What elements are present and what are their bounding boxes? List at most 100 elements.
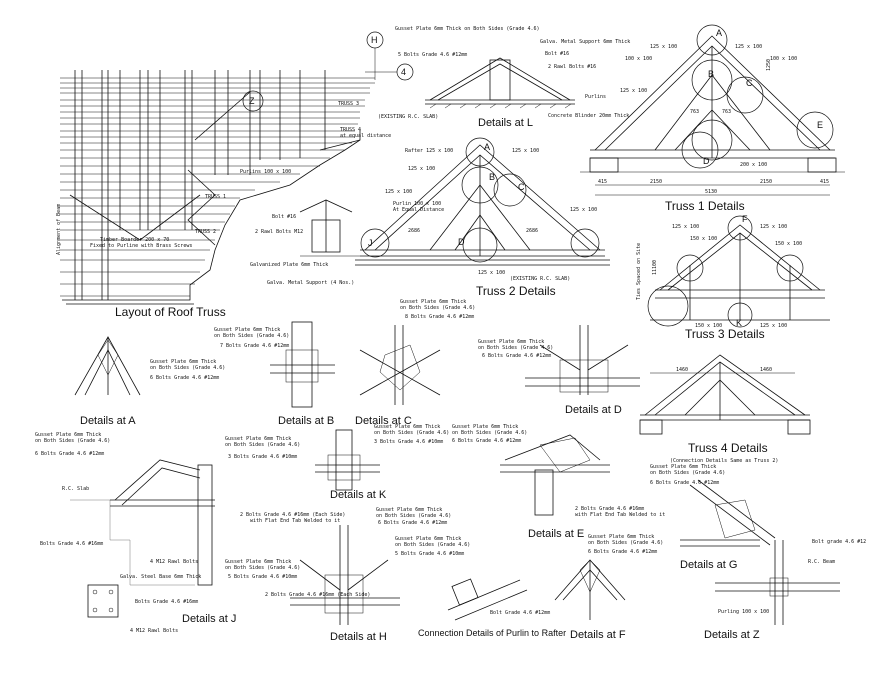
t2-slab: (EXISTING R.C. SLAB): [510, 276, 570, 282]
t2-rawl: 2 Rawl Bolts M12: [255, 229, 303, 235]
grid-tag-h: H: [371, 35, 378, 45]
t3-e: 125 x 100: [760, 323, 787, 329]
Z-purlin: Purling 100 x 100: [718, 609, 769, 615]
label-truss4: TRUSS 4: [340, 127, 361, 133]
t3-letter-F: F: [742, 214, 748, 224]
J-steel: Galva. Steel Base 6mm Thick: [120, 574, 201, 580]
t1-rise: 1250: [766, 59, 772, 71]
label-L-concrete: Concrete Blinder 20mm Thick: [548, 113, 629, 119]
label-truss2: TRUSS 2: [195, 229, 216, 235]
title-truss3: Truss 3 Details: [685, 327, 765, 341]
H-bolts3: 5 Bolts Grade 4.6 #10mm: [395, 551, 464, 557]
t3-letter-K: K: [736, 318, 742, 328]
J-gusset3: Gusset Plate 6mm Thick: [225, 559, 291, 565]
details-at-A: Gusset Plate 6mm Thick on Both Sides (Gr…: [74, 336, 225, 427]
E-bolts: 6 Bolts Grade 4.6 #12mm: [452, 438, 521, 444]
K-gusset: Gusset Plate 6mm Thick: [374, 424, 440, 430]
G-both: on Both Sides (Grade 4.6): [650, 470, 725, 476]
details-at-Z: Bolt grade 4.6 #12 R.C. Beam Purling 100…: [704, 539, 866, 641]
title-details-E: Details at E: [528, 528, 584, 540]
details-at-L: Gusset Plate 6mm Thick on Both Sides (Gr…: [378, 26, 630, 129]
t2-galv-support: Galva. Metal Support (4 Nos.): [267, 280, 354, 286]
E-both: on Both Sides (Grade 4.6): [452, 430, 527, 436]
t1-purlin: Purlins: [585, 94, 606, 100]
t1-h: 763: [722, 109, 731, 115]
B-bolts: 7 Bolts Grade 4.6 #12mm: [220, 343, 289, 349]
label-L-bolt16: Bolt #16: [545, 51, 569, 57]
J-rcslab: R.C. Slab: [62, 486, 89, 492]
grid-tag-4: 4: [401, 67, 406, 77]
circle-E: [796, 111, 834, 149]
J-rawl: 4 M12 Rawl Bolts: [150, 559, 198, 565]
t2-rafter: Rafter 125 x 100: [405, 148, 453, 154]
title-details-L: Details at L: [478, 117, 533, 129]
t1-dim1: 415: [598, 179, 607, 185]
D-both: on Both Sides (Grade 4.6): [478, 345, 553, 351]
bubble-letter: Z: [249, 96, 255, 106]
B-both: on Both Sides (Grade 4.6): [214, 333, 289, 339]
details-at-C: Gusset Plate 6mm Thick on Both Sides (Gr…: [355, 299, 475, 427]
t2-circle-B: [461, 166, 499, 204]
hip-lines: [69, 91, 361, 241]
J-bolts-grade: Bolts Grade 4.6 #16mm: [40, 541, 103, 547]
t1-dim4: 415: [820, 179, 829, 185]
title-layout: Layout of Roof Truss: [115, 305, 226, 319]
title-truss4: Truss 4 Details: [688, 441, 768, 455]
detail-bubble: [242, 90, 264, 112]
t2-letter-B: B: [489, 172, 495, 182]
t1-e: 125 x 100: [620, 88, 647, 94]
details-at-F: Gusset Plate 6mm Thick on Both Sides (Gr…: [554, 534, 663, 641]
t1-d: 100 x 100: [770, 56, 797, 62]
B-gusset: Gusset Plate 6mm Thick: [214, 327, 280, 333]
details-at-D: Gusset Plate 6mm Thick on Both Sides (Gr…: [478, 325, 640, 416]
E-flat: with Flat End Tab Welded to it: [575, 512, 665, 518]
letter-C: C: [746, 78, 753, 88]
purlin-lines: [60, 77, 375, 297]
J-bolts5: 5 Bolts Grade 4.6 #10mm: [228, 574, 297, 580]
t1-c: 100 x 100: [625, 56, 652, 62]
H-bolts: 6 Bolts Grade 4.6 #12mm: [378, 520, 447, 526]
J-rawl2: 4 M12 Rawl Bolts: [130, 628, 178, 634]
details-at-B: Gusset Plate 6mm Thick on Both Sides (Gr…: [214, 321, 335, 427]
t3-circle-K: [727, 302, 753, 328]
purlin-connection-detail: Bolt Grade 4.6 #12mm Connection Details …: [418, 578, 566, 638]
circle-B: [691, 59, 733, 101]
t4-sub: (Connection Details Same as Truss 2): [670, 458, 778, 464]
details-at-E: Gusset Plate 6mm Thick on Both Sides (Gr…: [452, 424, 665, 540]
truss-3-elevation: F K 125 x 100 125 x 100 150 x 100 150 x …: [636, 214, 830, 341]
t2-circle-C: [493, 173, 527, 207]
t2-letter-D: D: [458, 237, 465, 247]
J-gusset: Gusset Plate 6mm Thick: [35, 432, 101, 438]
t3-f: 150 x 100: [695, 323, 722, 329]
t2-galv-plate: Galvanized Plate 6mm Thick: [250, 262, 328, 268]
G-bolts: 6 Bolts Grade 4.6 #12mm: [650, 480, 719, 486]
t1-dim2: 2150: [650, 179, 662, 185]
A-gusset: Gusset Plate 6mm Thick: [150, 359, 216, 365]
t3-side: Ties Spaced on Site: [636, 243, 642, 300]
t3-left: 11100: [652, 260, 658, 275]
t3-a: 125 x 100: [672, 224, 699, 230]
t1-f: 200 x 100: [740, 162, 767, 168]
t3-circle-F: [727, 215, 753, 241]
t1-b: 125 x 100: [735, 44, 762, 50]
t4-d1: 1460: [676, 367, 688, 373]
title-details-Z: Details at Z: [704, 629, 760, 641]
layout-of-roof-truss-plan: Z TRUSS 3 TRUSS 4 at equal distance Purl…: [56, 70, 391, 319]
t2-r3: 125 x 100: [408, 166, 435, 172]
title-details-J: Details at J: [182, 613, 236, 625]
J-both3: on Both Sides (Grade 4.6): [225, 565, 300, 571]
truss-1-elevation: A B C D E 125 x 100 125 x 100 100 x 100 …: [580, 24, 845, 213]
C-gusset: Gusset Plate 6mm Thick: [400, 299, 466, 305]
t3-c: 150 x 100: [690, 236, 717, 242]
title-details-D: Details at D: [565, 404, 622, 416]
circle-D2: [681, 131, 719, 169]
H-both: on Both Sides (Grade 4.6): [376, 513, 451, 519]
letter-A: A: [716, 28, 722, 38]
t2-circle-G: [570, 228, 600, 258]
C-both: on Both Sides (Grade 4.6): [400, 305, 475, 311]
label-L-bolts: 5 Bolts Grade 4.6 #12mm: [398, 52, 467, 58]
circle-C: [726, 76, 764, 114]
J-bolts3: 3 Bolts Grade 4.6 #10mm: [228, 454, 297, 460]
Z-rcbeam: R.C. Beam: [808, 559, 835, 565]
